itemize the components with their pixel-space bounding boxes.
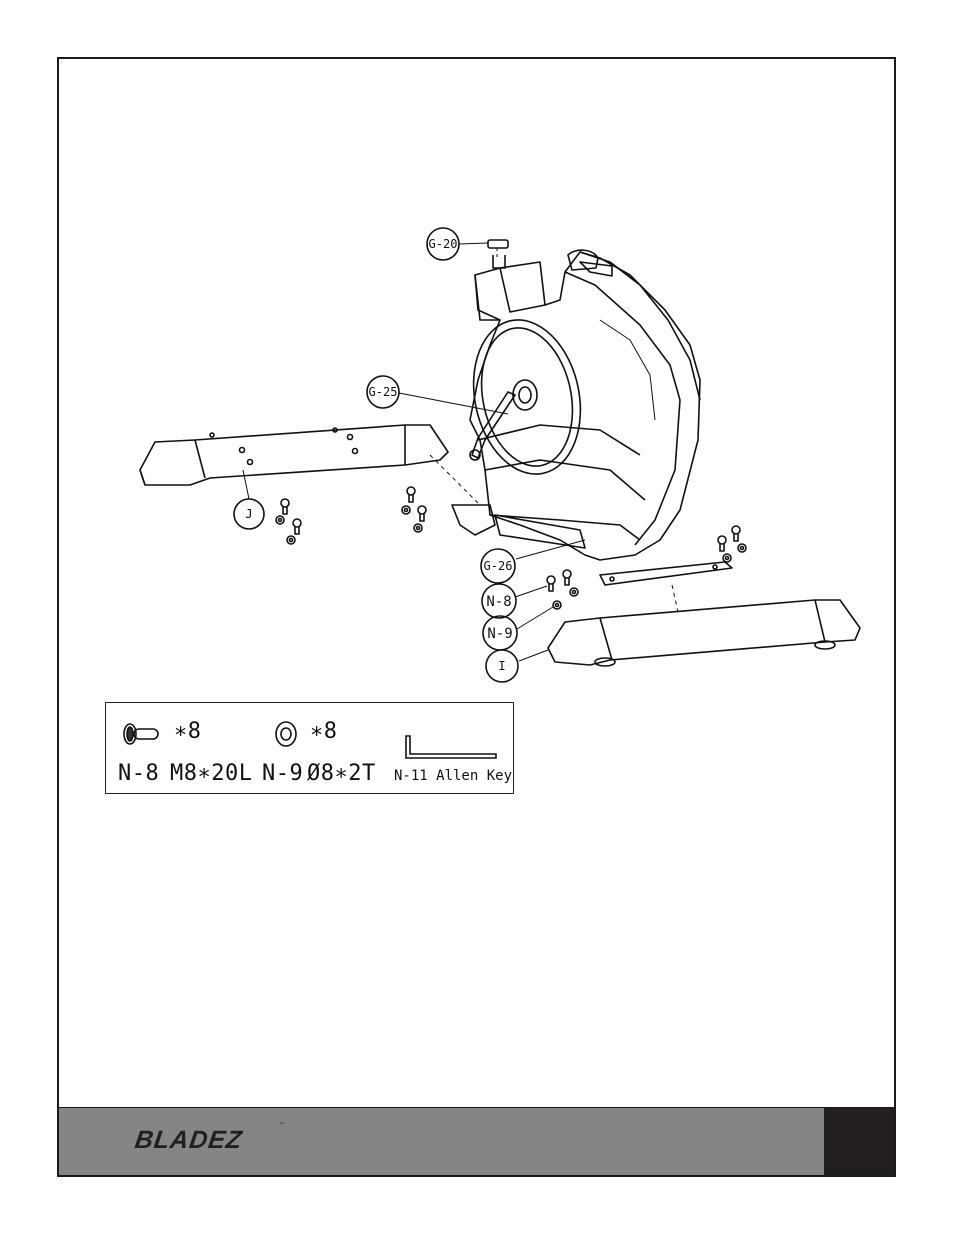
callout-g25: G-25 <box>369 385 398 399</box>
crank-arm <box>469 391 516 461</box>
n8-id: N-8 <box>118 761 160 786</box>
n11-label: N-11 Allen Key <box>394 768 513 784</box>
front-stabilizer <box>547 599 861 667</box>
main-frame-housing <box>469 239 701 561</box>
callout-n8: N-8 <box>486 594 511 610</box>
callout-i: I <box>498 659 505 673</box>
footer-bar: BLADEZ ™ <box>57 1107 896 1177</box>
callout-n9: N-9 <box>487 626 512 642</box>
brand-logo: BLADEZ <box>133 1126 245 1154</box>
front-bracket <box>451 504 586 549</box>
rear-stabilizer <box>139 424 449 486</box>
n9-spec: Ø8∗2T <box>307 761 376 786</box>
callout-j: J <box>245 507 252 521</box>
brand-trademark: ™ <box>279 1122 285 1129</box>
rear-plate <box>599 561 733 586</box>
page-tab <box>824 1108 894 1175</box>
n9-quantity: ∗8 <box>310 719 338 744</box>
n8-quantity: ∗8 <box>174 719 202 744</box>
callout-g26: G-26 <box>484 559 513 573</box>
n8-spec: M8∗20L <box>170 761 253 786</box>
callout-g20: G-20 <box>429 237 458 251</box>
flywheel-disc <box>472 319 582 475</box>
hardware-icons <box>123 721 497 759</box>
allen-key-icon <box>405 735 497 759</box>
loose-hardware <box>275 486 747 610</box>
bolt-icon <box>123 723 159 745</box>
washer-icon <box>275 721 297 747</box>
hardware-legend: ∗8 N-8 M8∗20L ∗8 N-9 Ø8∗2T N-11 Allen Ke… <box>105 702 514 794</box>
n9-id: N-9 <box>262 761 304 786</box>
